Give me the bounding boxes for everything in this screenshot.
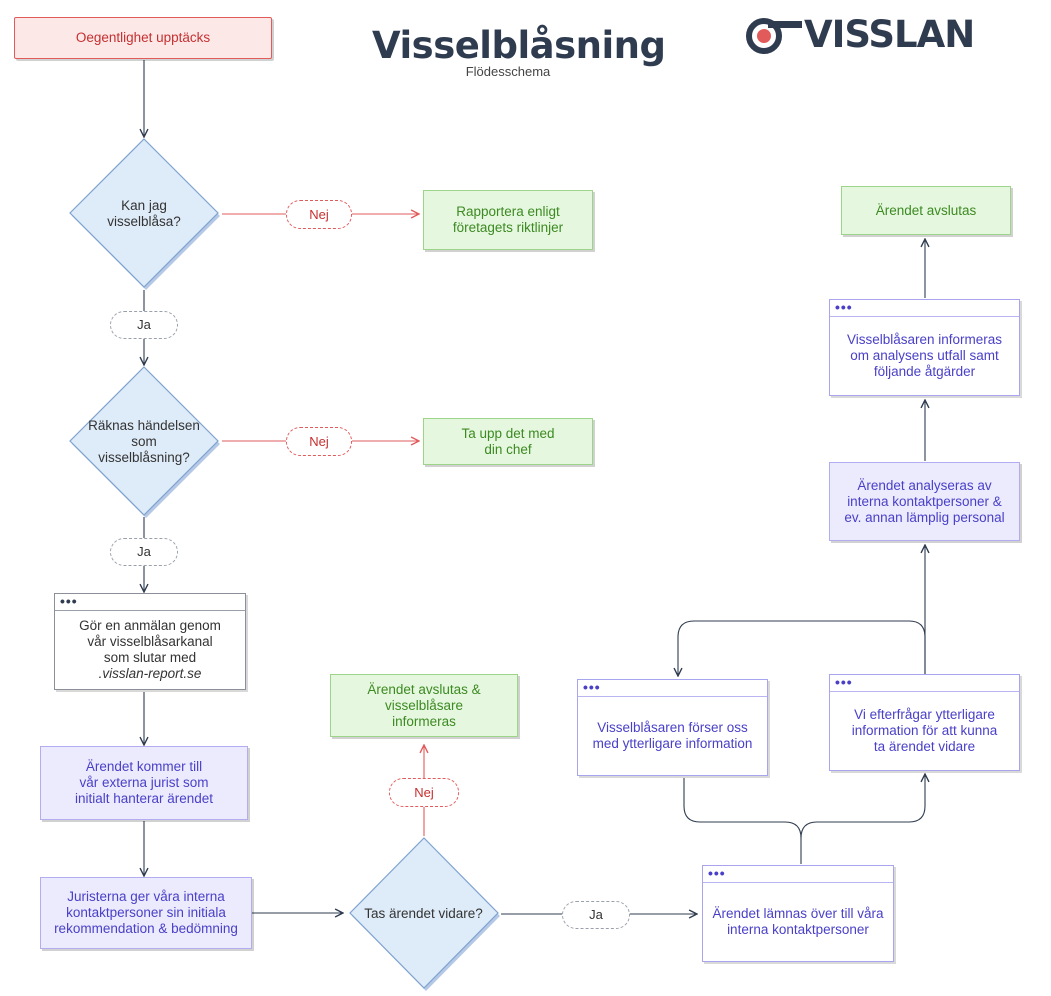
outcome-closed-and-informed[interactable]: Ärendet avslutas & visselblåsare informe… <box>330 674 518 737</box>
decision-case-proceeds[interactable]: Tas ärendet vidare? <box>345 836 502 992</box>
outcome-talk-to-manager[interactable]: Ta upp det med din chef <box>423 418 593 465</box>
decision-is-whistleblowing[interactable]: Räknas händelsen som visselblåsning? <box>66 365 222 519</box>
edge-label-yes-q1: Ja <box>110 311 178 339</box>
process-analysis[interactable]: Ärendet analyseras av interna kontaktper… <box>829 462 1020 541</box>
edge-label-yes-q3: Ja <box>562 901 630 929</box>
window-dots-icon: ••• <box>583 679 601 695</box>
inform-outcome-text: Visselblåsaren informeras om analysens u… <box>846 332 1003 379</box>
edge-handover-to-request <box>800 774 925 864</box>
whistle-icon <box>746 18 802 54</box>
start-node[interactable]: Oegentlighet upptäcks <box>14 17 272 59</box>
window-body: Gör en anmälan genom vår visselblåsarkan… <box>55 611 245 689</box>
decision-label: Tas ärendet vidare? <box>364 906 483 921</box>
edge-request-to-provide <box>678 620 926 676</box>
decision-diamond-shape <box>69 138 220 290</box>
request-info-text: Vi efterfrågar ytterligare information f… <box>851 707 998 754</box>
process-external-lawyer[interactable]: Ärendet kommer till vår externa jurist s… <box>40 746 248 820</box>
decision-label: Kan jag visselblåsa? <box>107 198 181 229</box>
decision-diamond-shape <box>69 366 220 518</box>
window-titlebar: ••• <box>830 300 1019 317</box>
window-dots-icon: ••• <box>708 865 726 881</box>
window-dots-icon: ••• <box>835 299 853 315</box>
logo-wordmark: VISSLAN <box>804 13 975 56</box>
page-title: Visselblåsning <box>372 24 666 67</box>
process-lawyers-recommend[interactable]: Juristerna ger våra interna kontaktperso… <box>40 877 252 949</box>
handover-text: Ärendet lämnas över till våra interna ko… <box>712 906 884 937</box>
decision-can-whistleblow[interactable]: Kan jag visselblåsa? <box>66 137 222 291</box>
request-info-window[interactable]: ••• Vi efterfrågar ytterligare informati… <box>829 674 1020 771</box>
edge-label-yes-q2: Ja <box>110 538 178 566</box>
edge-label-no-q2: Nej <box>286 427 352 456</box>
window-titlebar: ••• <box>703 866 893 883</box>
report-channel-window[interactable]: ••• Gör en anmälan genom vår visselblåsa… <box>54 593 246 690</box>
window-dots-icon: ••• <box>60 593 78 609</box>
report-channel-text: Gör en anmälan genom vår visselblåsarkan… <box>79 618 221 665</box>
page-subtitle: Flödesschema <box>465 64 551 79</box>
edge-label-no-q1: Nej <box>286 200 352 229</box>
edge-label-no-q3: Nej <box>389 778 459 807</box>
outcome-report-per-policy[interactable]: Rapportera enligt företagets riktlinjer <box>423 190 593 250</box>
edge-handover-to-provide <box>683 778 802 839</box>
provide-info-text: Visselblåsaren förser oss med ytterligar… <box>592 720 753 751</box>
window-titlebar: ••• <box>55 594 245 611</box>
outcome-case-closed[interactable]: Ärendet avslutas <box>841 186 1011 235</box>
handover-window[interactable]: ••• Ärendet lämnas över till våra intern… <box>702 865 894 962</box>
window-dots-icon: ••• <box>835 674 853 690</box>
window-titlebar: ••• <box>830 675 1019 692</box>
visslan-logo: VISSLAN <box>744 14 1006 56</box>
provide-info-window[interactable]: ••• Visselblåsaren förser oss med ytterl… <box>577 679 768 776</box>
decision-label: Räknas händelsen som visselblåsning? <box>88 418 200 465</box>
report-domain-text: .visslan-report.se <box>98 666 202 681</box>
decision-diamond-shape <box>349 837 500 991</box>
inform-outcome-window[interactable]: ••• Visselblåsaren informeras om analyse… <box>829 299 1020 396</box>
window-titlebar: ••• <box>578 680 767 697</box>
